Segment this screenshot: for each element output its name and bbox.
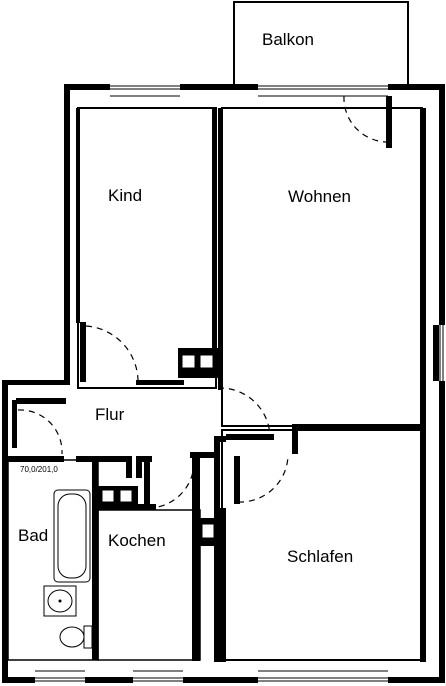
bathroom-fixtures <box>43 489 93 649</box>
room-label-balkon: Balkon <box>262 30 314 49</box>
toilet-bowl <box>59 626 85 648</box>
room-label-kochen: Kochen <box>108 531 166 550</box>
window-size-annotation: 70,0/201,0 <box>20 465 58 474</box>
room-label-flur: Flur <box>95 405 125 424</box>
room-label-wohnen: Wohnen <box>288 187 351 206</box>
room-label-kind: Kind <box>108 186 142 205</box>
interior-walls <box>7 107 426 662</box>
room-label-bad: Bad <box>18 526 48 545</box>
doors <box>16 95 392 509</box>
room-label-schlafen: Schlafen <box>287 547 353 566</box>
balcony <box>233 1 409 89</box>
outer-walls <box>2 84 445 683</box>
toilet-tank <box>83 625 93 649</box>
